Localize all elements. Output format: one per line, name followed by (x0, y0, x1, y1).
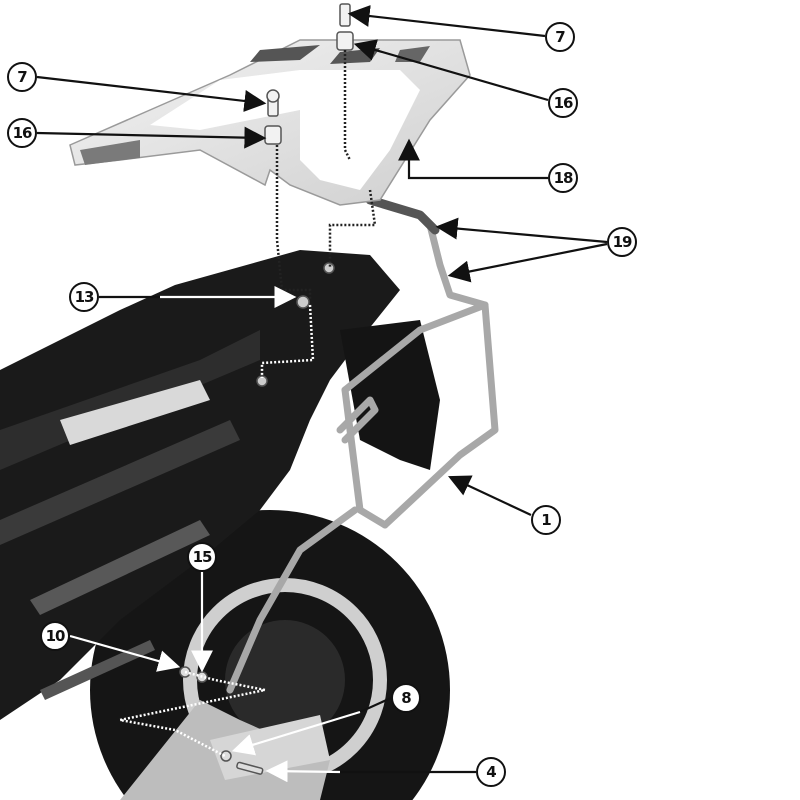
callout-4: 4 (476, 757, 506, 787)
leader-lines (36, 5, 608, 774)
callout-1: 1 (531, 505, 561, 535)
callout-19: 19 (607, 227, 637, 257)
side-frame (226, 195, 499, 694)
callout-16-top: 16 (548, 88, 578, 118)
callout-8: 8 (391, 683, 421, 713)
callout-16-left: 16 (7, 118, 37, 148)
callout-7-left: 7 (7, 62, 37, 92)
leader-lines-white (69, 286, 361, 783)
callout-13: 13 (69, 282, 99, 312)
hardware (179, 3, 354, 775)
top-rack (69, 39, 471, 206)
callout-10: 10 (40, 621, 70, 651)
callout-15: 15 (187, 542, 217, 572)
callout-7-top: 7 (545, 22, 575, 52)
callout-18: 18 (548, 163, 578, 193)
